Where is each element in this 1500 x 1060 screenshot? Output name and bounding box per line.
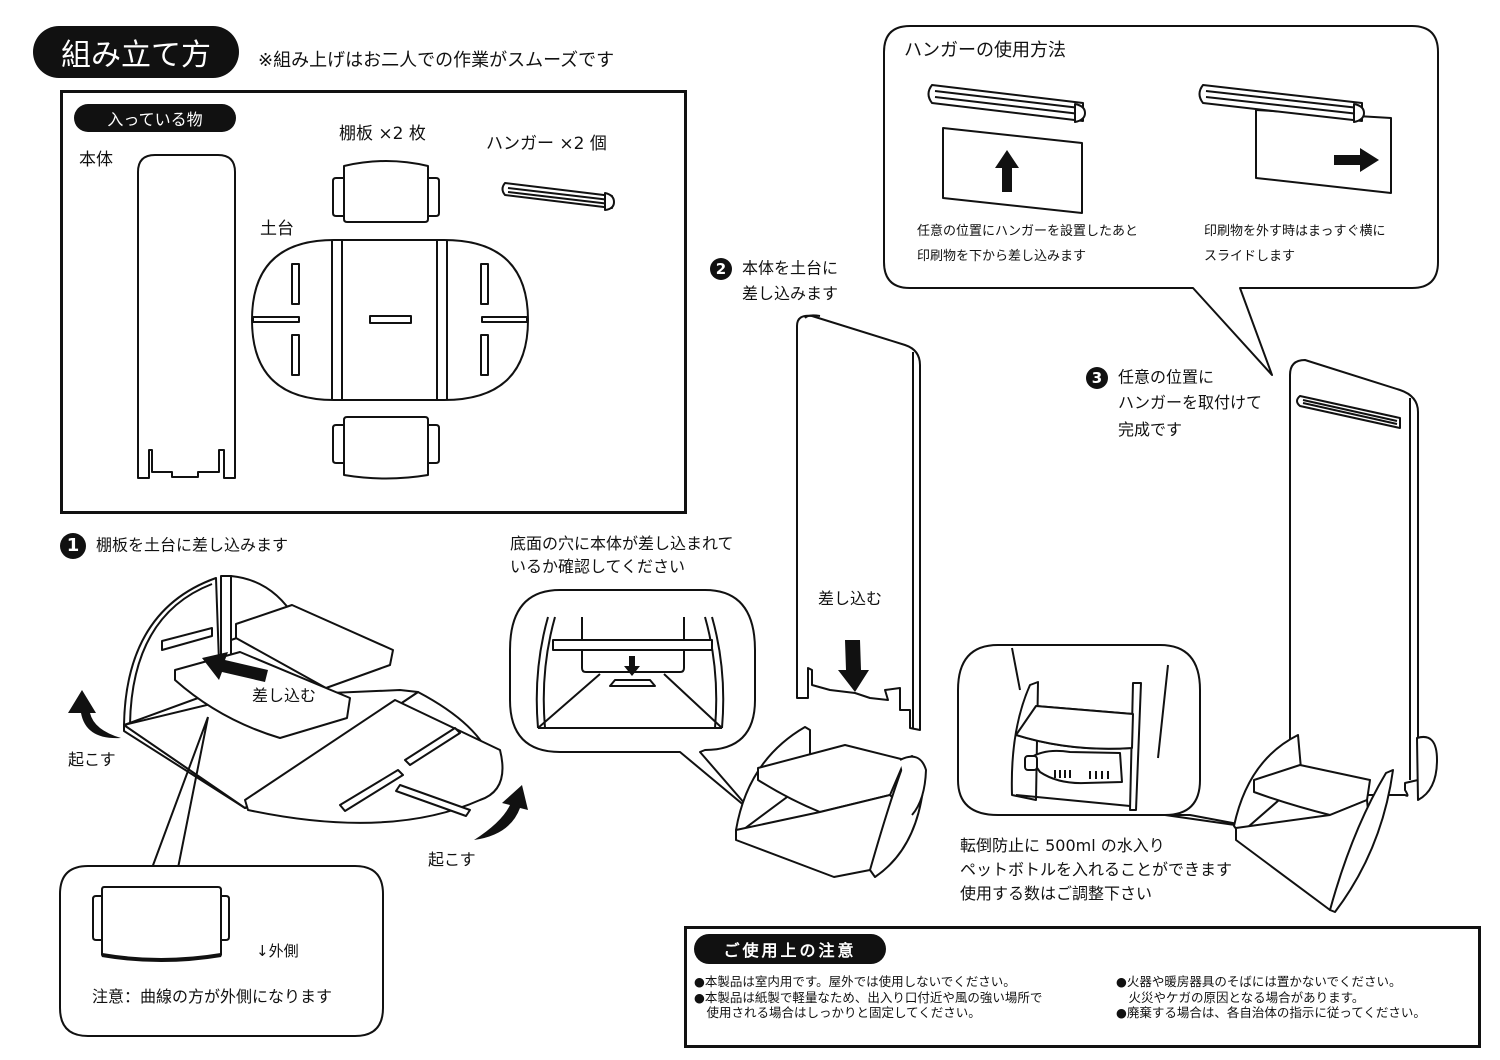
step-3-heading-line3: 完成です <box>1118 420 1183 439</box>
step-2-line1: 本体を土台に <box>742 258 839 278</box>
outside-label: ↓外側 <box>256 942 299 960</box>
check-note-line2: いるか確認してください <box>510 557 686 576</box>
arrow-up-icon <box>995 150 1019 192</box>
caution-text: 注意：曲線の方が外側になります <box>92 987 333 1006</box>
step-2-number: 2 <box>710 258 732 280</box>
step-3-heading-line2: ハンガーを取付けて <box>1118 393 1263 412</box>
precaution-item: ●廃棄する場合は、各自治体の指示に従ってください。 <box>1116 1005 1426 1021</box>
step-1-heading: 1 棚板を土台に差し込みます <box>60 533 288 559</box>
step-1-number: 1 <box>60 533 86 559</box>
hanger-usage-right-line2: スライドします <box>1204 249 1296 264</box>
main-body-label: 本体 <box>79 150 113 170</box>
hanger-insert-illustration <box>927 84 1086 214</box>
precautions-left-list: ●本製品は室内用です。屋外では使用しないでください。 ●本製品は紙製で軽量なため… <box>694 974 1042 1021</box>
precautions-right-list: ●火器や暖房器具のそばには置かないでください。 火災やケガの原因となる場合があり… <box>1116 974 1426 1021</box>
raise-left-label: 起こす <box>68 750 116 769</box>
raise-arrow-right-icon <box>474 785 528 840</box>
step-3-number: 3 <box>1086 367 1108 389</box>
hanger-label: ハンガー ×2 個 <box>486 134 607 154</box>
step-2-heading-line1: 2 本体を土台に <box>710 258 838 280</box>
precaution-item: ●火器や暖房器具のそばには置かないでください。 <box>1116 974 1402 989</box>
step-2-heading-line2: 差し込みます <box>742 284 839 303</box>
step-1-text: 棚板を土台に差し込みます <box>96 535 289 555</box>
base-label: 土台 <box>260 219 294 239</box>
arrow-insert-icon <box>202 652 268 682</box>
precaution-item: ●本製品は紙製で軽量なため、出入り口付近や風の強い場所で <box>694 989 1043 1005</box>
contents-box <box>60 90 687 514</box>
precaution-item: 使用される場合はしっかりと固定してください。 <box>694 1005 981 1021</box>
step-2-insert-label: 差し込む <box>818 589 883 608</box>
precaution-item: 火災やケガの原因となる場合があります。 <box>1116 989 1365 1005</box>
header-note: ※組み上げはお二人での作業がスムーズです <box>258 50 615 71</box>
contents-badge: 入っている物 <box>74 104 236 132</box>
bottle-note-line2: ペットボトルを入れることができます <box>960 860 1233 879</box>
step-1-insert-label: 差し込む <box>252 686 317 705</box>
hanger-usage-left-line2: 印刷物を下から差し込みます <box>917 249 1087 264</box>
shelf-orientation-illustration <box>92 886 230 962</box>
precautions-title: ご使用上の注意 <box>694 934 886 964</box>
step-3-heading-line1: 3 任意の位置に <box>1086 367 1214 389</box>
precaution-item: ●本製品は室内用です。屋外では使用しないでください。 <box>694 974 1016 989</box>
arrow-right-icon <box>1334 148 1379 172</box>
step-3-line1: 任意の位置に <box>1118 367 1215 387</box>
hanger-usage-left-line1: 任意の位置にハンガーを設置したあと <box>917 224 1139 239</box>
bottle-note-line1: 転倒防止に 500ml の水入り <box>960 836 1165 855</box>
hanger-slide-illustration <box>1198 84 1392 194</box>
arrow-down-small-icon <box>624 656 640 676</box>
hanger-usage-right-line1: 印刷物を外す時はまっすぐ横に <box>1204 224 1386 239</box>
page-title: 組み立て方 <box>33 26 239 78</box>
precautions-box <box>684 926 1481 1048</box>
check-note-line1: 底面の穴に本体が差し込まれて <box>510 534 734 553</box>
raise-right-label: 起こす <box>428 850 476 869</box>
raise-arrow-left-icon <box>68 690 121 739</box>
arrow-down-insert-icon <box>838 640 869 692</box>
hanger-usage-title: ハンガーの使用方法 <box>904 40 1066 61</box>
bottle-note-line3: 使用する数はご調整下さい <box>960 884 1153 903</box>
shelf-label: 棚板 ×2 枚 <box>339 124 426 144</box>
